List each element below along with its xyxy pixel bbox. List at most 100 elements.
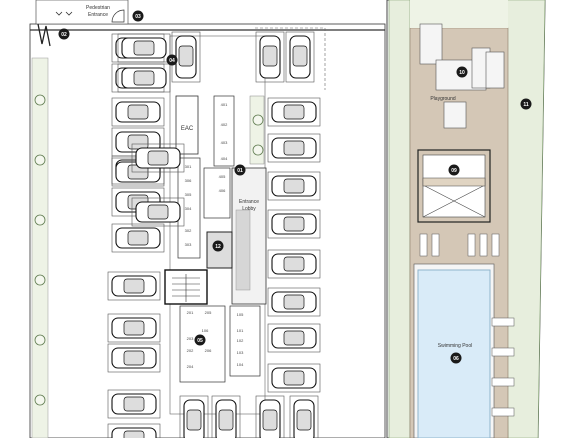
car-roof xyxy=(283,216,305,232)
pool-loungers xyxy=(419,233,500,257)
car-roof xyxy=(127,104,149,120)
pedestrian-entrance-label-1: Pedestrian xyxy=(86,5,110,11)
marker-number: 01 xyxy=(237,168,243,174)
store-block-200 xyxy=(179,305,226,383)
car-roof xyxy=(178,45,194,67)
marker-dot xyxy=(166,54,178,66)
marker-dot xyxy=(194,334,206,346)
car-roof xyxy=(133,40,155,56)
car-roof xyxy=(123,320,145,336)
tree xyxy=(252,144,264,156)
lounger xyxy=(491,347,515,357)
landscape-planting-right xyxy=(503,0,546,438)
car-bay xyxy=(267,209,321,239)
marker-dot xyxy=(234,164,246,176)
bay-outline xyxy=(117,33,171,63)
bay-outline xyxy=(267,249,321,279)
car-bay xyxy=(111,223,165,253)
bay-outline xyxy=(111,97,165,127)
car-roof xyxy=(133,70,155,86)
entrance-door-swing xyxy=(111,9,125,23)
west-planting-strip xyxy=(31,57,49,438)
store-unit-label: 401 xyxy=(221,102,228,107)
car-roof xyxy=(123,396,145,412)
store-units: 1011021031041051062012022032042052063013… xyxy=(185,102,244,369)
car-bay xyxy=(107,313,161,343)
car-roof xyxy=(296,409,312,431)
pavilion-outer xyxy=(417,149,491,223)
store-block-300b xyxy=(203,167,231,219)
lounger xyxy=(431,233,440,257)
marker-09: 09 xyxy=(448,164,460,176)
car-roof xyxy=(283,178,305,194)
gate-zigzag xyxy=(37,23,51,47)
store-unit-label: 402 xyxy=(221,122,228,127)
car-roof xyxy=(186,409,202,431)
tree xyxy=(34,94,46,106)
entry-arrows xyxy=(55,11,73,16)
store-unit-label: 306 xyxy=(185,178,192,183)
car-bay xyxy=(179,395,209,438)
store-unit-label: 302 xyxy=(185,228,192,233)
car-bay xyxy=(267,133,321,163)
marker-02: 02 xyxy=(58,28,70,40)
marker-number: 11 xyxy=(523,102,529,108)
bay-outline xyxy=(267,363,321,393)
entrance-lobby-label-2: Lobby xyxy=(242,206,256,212)
bay-outline xyxy=(107,343,161,373)
eac-room xyxy=(175,95,199,155)
pedestrian-entrance-label-2: Entrance xyxy=(88,12,108,18)
tree xyxy=(34,274,46,286)
car-bay xyxy=(267,323,321,353)
playground-pad-3 xyxy=(443,101,467,129)
marker-05: 05 xyxy=(194,334,206,346)
car-roof xyxy=(283,140,305,156)
lounger xyxy=(491,377,515,387)
tree xyxy=(34,394,46,406)
car-bay xyxy=(107,271,161,301)
marker-03: 03 xyxy=(132,10,144,22)
car-bay xyxy=(211,395,241,438)
pedestrian-entrance-area xyxy=(35,0,129,25)
pool-side-loungers xyxy=(491,317,515,417)
marker-dot xyxy=(448,164,460,176)
store-unit-label: 104 xyxy=(237,362,244,367)
stair-treads xyxy=(172,274,200,302)
car-roof xyxy=(262,45,278,67)
car-roof xyxy=(123,430,145,438)
bay-outline xyxy=(255,395,285,438)
tree xyxy=(252,114,264,126)
landscape-planting-edge xyxy=(388,0,411,438)
tree xyxy=(34,154,46,166)
store-unit-label: 405 xyxy=(219,174,226,179)
marker-dot xyxy=(450,352,462,364)
car-bay xyxy=(267,97,321,127)
pavilion-band xyxy=(422,177,486,187)
bay-outline xyxy=(107,271,161,301)
marker-number: 03 xyxy=(135,14,141,20)
store-block-400 xyxy=(213,95,235,167)
car-bay xyxy=(267,171,321,201)
marker-number: 02 xyxy=(61,32,67,38)
marker-number: 05 xyxy=(197,338,203,344)
store-unit-label: 206 xyxy=(205,348,212,353)
marker-number: 06 xyxy=(453,356,459,362)
entrance-lobby-label-1: Entrance xyxy=(239,199,259,205)
car-roof xyxy=(147,150,169,166)
bay-outline xyxy=(267,209,321,239)
bay-outline xyxy=(289,395,319,438)
car-bay xyxy=(267,287,321,317)
car-bay xyxy=(255,395,285,438)
car-bay xyxy=(111,97,165,127)
lounger xyxy=(419,233,428,257)
car-roof xyxy=(283,256,305,272)
bay-outline xyxy=(107,423,161,438)
bay-outline xyxy=(267,323,321,353)
tree xyxy=(34,334,46,346)
store-unit-label: 301 xyxy=(185,164,192,169)
marker-06: 06 xyxy=(450,352,462,364)
store-unit-label: 101 xyxy=(237,328,244,333)
bay-outline xyxy=(267,171,321,201)
car-roof xyxy=(123,350,145,366)
